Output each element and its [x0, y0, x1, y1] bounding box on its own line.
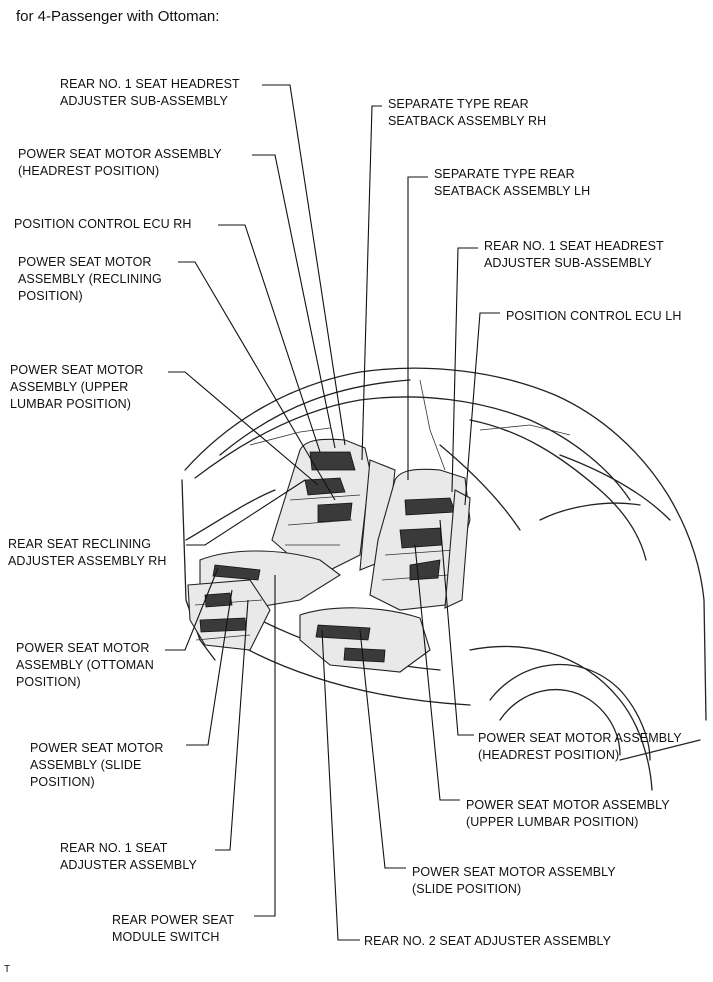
diagram-heading: for 4-Passenger with Ottoman:: [16, 8, 220, 25]
label-power-seat-motor-headrest-rh: POWER SEAT MOTOR ASSEMBLY(HEADREST POSIT…: [18, 147, 222, 178]
label-power-seat-motor-slide-lh: POWER SEAT MOTOR ASSEMBLY(SLIDE POSITION…: [412, 865, 616, 896]
label-power-seat-motor-headrest-lh: POWER SEAT MOTOR ASSEMBLY(HEADREST POSIT…: [478, 731, 682, 762]
leader-lines: [165, 84, 500, 941]
rh-seat-illustration: [187, 438, 396, 651]
label-power-seat-motor-upper-lumbar-lh: POWER SEAT MOTOR ASSEMBLY(UPPER LUMBAR P…: [466, 798, 670, 829]
label-rear-no2-seat-adjuster: REAR NO. 2 SEAT ADJUSTER ASSEMBLY: [364, 934, 612, 948]
footer-code: T: [4, 964, 11, 975]
lh-seat-illustration: [299, 468, 471, 673]
label-position-control-ecu-rh: POSITION CONTROL ECU RH: [14, 217, 192, 231]
label-position-control-ecu-lh: POSITION CONTROL ECU LH: [506, 309, 682, 323]
